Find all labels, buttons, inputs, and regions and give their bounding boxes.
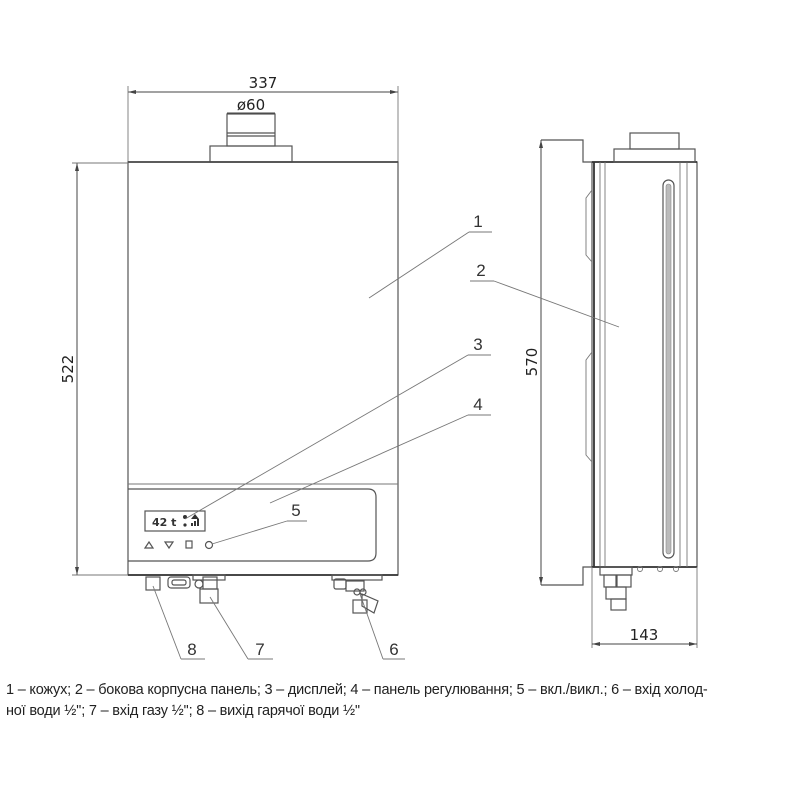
flue-pipe [226,113,276,147]
svg-text:7: 7 [255,640,264,659]
callout-7: 7 [209,596,273,660]
bottom-port [167,576,191,589]
svg-text:3: 3 [473,335,482,354]
display [144,510,206,532]
svg-text:2: 2 [476,261,485,280]
side-view: 570 143 2 [470,132,698,648]
svg-text:8: 8 [187,640,196,659]
svg-text:6: 6 [389,640,398,659]
gas-inlet [199,588,219,604]
depth-dimension-label: 143 [630,626,659,644]
front-view: 337 ø60 42 t 522 [59,74,492,660]
side-panel [591,161,698,568]
parts-legend: 1 – кожух; 2 – бокова корпусна панель; 3… [6,680,796,722]
callout-2: 2 [470,261,620,328]
down-button-icon[interactable] [163,541,175,550]
hot-water-outlet [145,576,161,591]
svg-text:4: 4 [473,395,482,414]
height-dimension-label: 522 [59,355,77,384]
flue-collar [209,145,293,163]
side-slot [662,179,675,559]
flame-icon [191,514,199,519]
flue-diameter-label: ø60 [237,96,265,114]
callout-5: 5 [211,501,307,545]
display-readout: 42 t [152,516,176,529]
svg-text:5: 5 [291,501,300,520]
callout-1: 1 [368,212,492,299]
callout-4: 4 [269,395,491,504]
cold-water-inlet [352,599,368,614]
side-fitting [610,598,627,611]
power-button-icon[interactable] [204,540,214,550]
legend-line-2: ної води ½''; 7 – вхід газу ½''; 8 – вих… [6,703,360,719]
arrow-icon [128,90,136,94]
callout-8: 8 [152,585,205,660]
side-flue-pipe [629,132,680,150]
side-flue-collar [613,148,696,163]
valve-handle [361,593,379,614]
legend-line-1: 1 – кожух; 2 – бокова корпусна панель; 3… [6,682,708,698]
width-dimension-label: 337 [249,74,278,92]
control-panel [128,488,377,562]
signal-bars-icon [191,523,193,526]
up-button-icon[interactable] [143,540,155,549]
callout-6: 6 [359,593,405,660]
casing [127,161,399,576]
mode-button-icon[interactable] [185,540,193,549]
wall-bracket [541,139,592,163]
callout-3: 3 [184,335,491,520]
svg-text:1: 1 [473,212,482,231]
arrow-icon [390,90,398,94]
side-height-dimension-label: 570 [523,348,541,377]
